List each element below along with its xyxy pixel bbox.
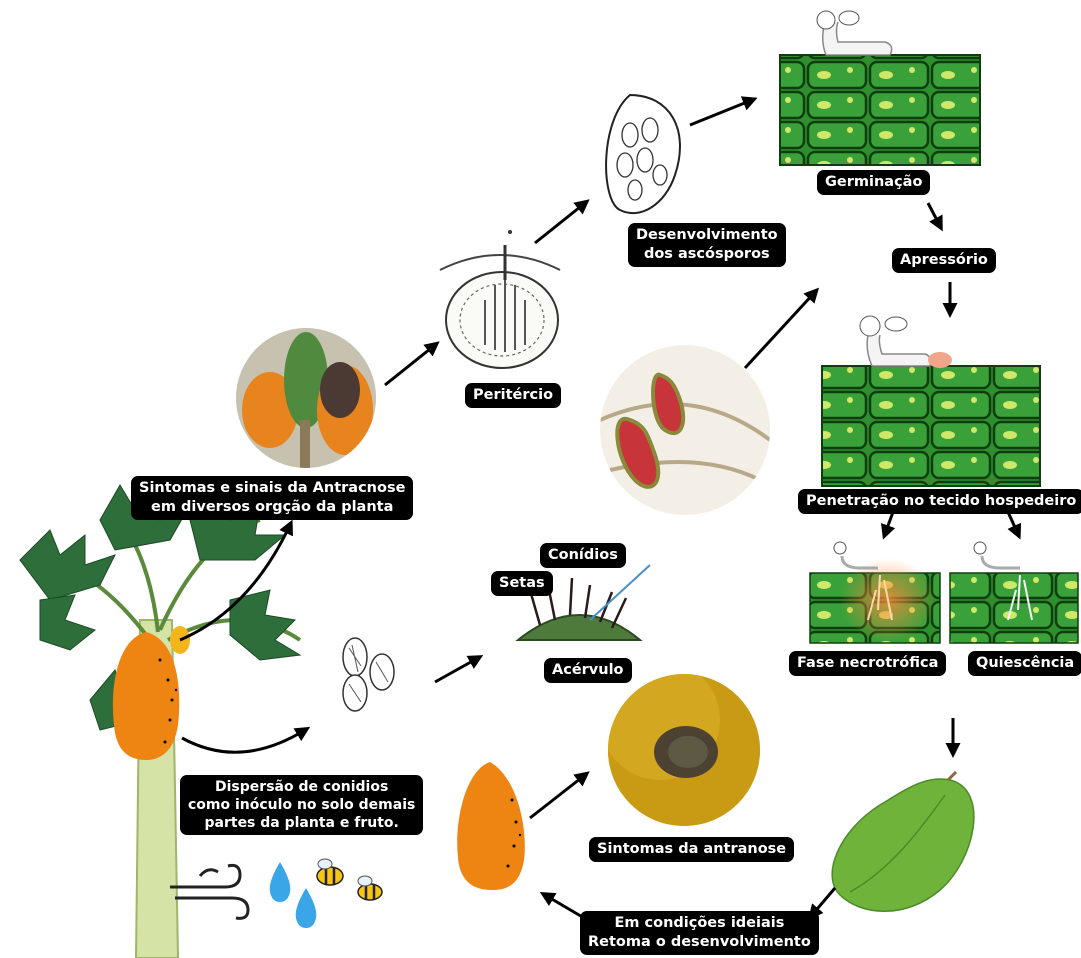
ascus-micrograph	[600, 345, 770, 515]
germination-tissue	[780, 11, 980, 165]
papaya-symptoms-photo	[236, 328, 376, 470]
conidia-label: Conídios	[540, 543, 626, 568]
conidia-illustration	[343, 638, 394, 711]
ideal-conditions-line2: Retoma o desenvolvimento	[588, 933, 811, 952]
ripe-papaya-fruit	[457, 762, 525, 890]
wind-icon	[170, 865, 248, 918]
water-drop-icon	[270, 862, 317, 928]
setae-label: Setas	[491, 571, 553, 596]
quiescence-tissue	[950, 542, 1078, 643]
bee-icon	[317, 859, 382, 900]
symptoms-plant-label-line2: em diversos orgção da planta	[139, 498, 405, 517]
papaya-tree-illustration	[20, 485, 300, 958]
necrotrophic-phase-tissue	[810, 542, 940, 643]
perithecium-label: Peritércio	[465, 383, 561, 408]
ascospore-label-line1: Desenvolvimento	[636, 226, 778, 245]
ideal-conditions-line1: Em condições ideiais	[588, 914, 811, 933]
dispersal-label-line1: Dispersão de conidios	[188, 778, 415, 796]
quiescence-label: Quiescência	[968, 651, 1081, 676]
appressorium-label: Apressório	[892, 248, 996, 273]
perithecium-illustration	[440, 230, 560, 368]
acervulus-label: Acérvulo	[544, 658, 632, 683]
penetration-label: Penetração no tecido hospedeiro	[798, 489, 1081, 514]
dispersal-label-line2: como inóculo no solo demais	[188, 796, 415, 814]
symptoms-plant-label: Sintomas e sinais da Antracnose em diver…	[131, 476, 413, 520]
fruit-lesion-photo	[600, 660, 760, 826]
ideal-conditions-label: Em condições ideiais Retoma o desenvolvi…	[580, 911, 819, 955]
ascospore-development-label: Desenvolvimento dos ascósporos	[628, 223, 786, 267]
conidia-dispersal-label: Dispersão de conidios como inóculo no so…	[180, 775, 423, 835]
necrotrophic-phase-label: Fase necrotrófica	[789, 651, 946, 676]
ascospore-label-line2: dos ascósporos	[636, 245, 778, 264]
germination-label: Germinação	[817, 170, 930, 195]
fruit-symptoms-label: Sintomas da antranose	[589, 837, 794, 862]
dispersal-label-line3: partes da planta e fruto.	[188, 814, 415, 832]
symptoms-plant-label-line1: Sintomas e sinais da Antracnose	[139, 479, 405, 498]
appressorium-tissue	[822, 316, 1040, 486]
green-papaya-fruit	[832, 772, 974, 911]
ascus-illustration	[606, 95, 680, 213]
